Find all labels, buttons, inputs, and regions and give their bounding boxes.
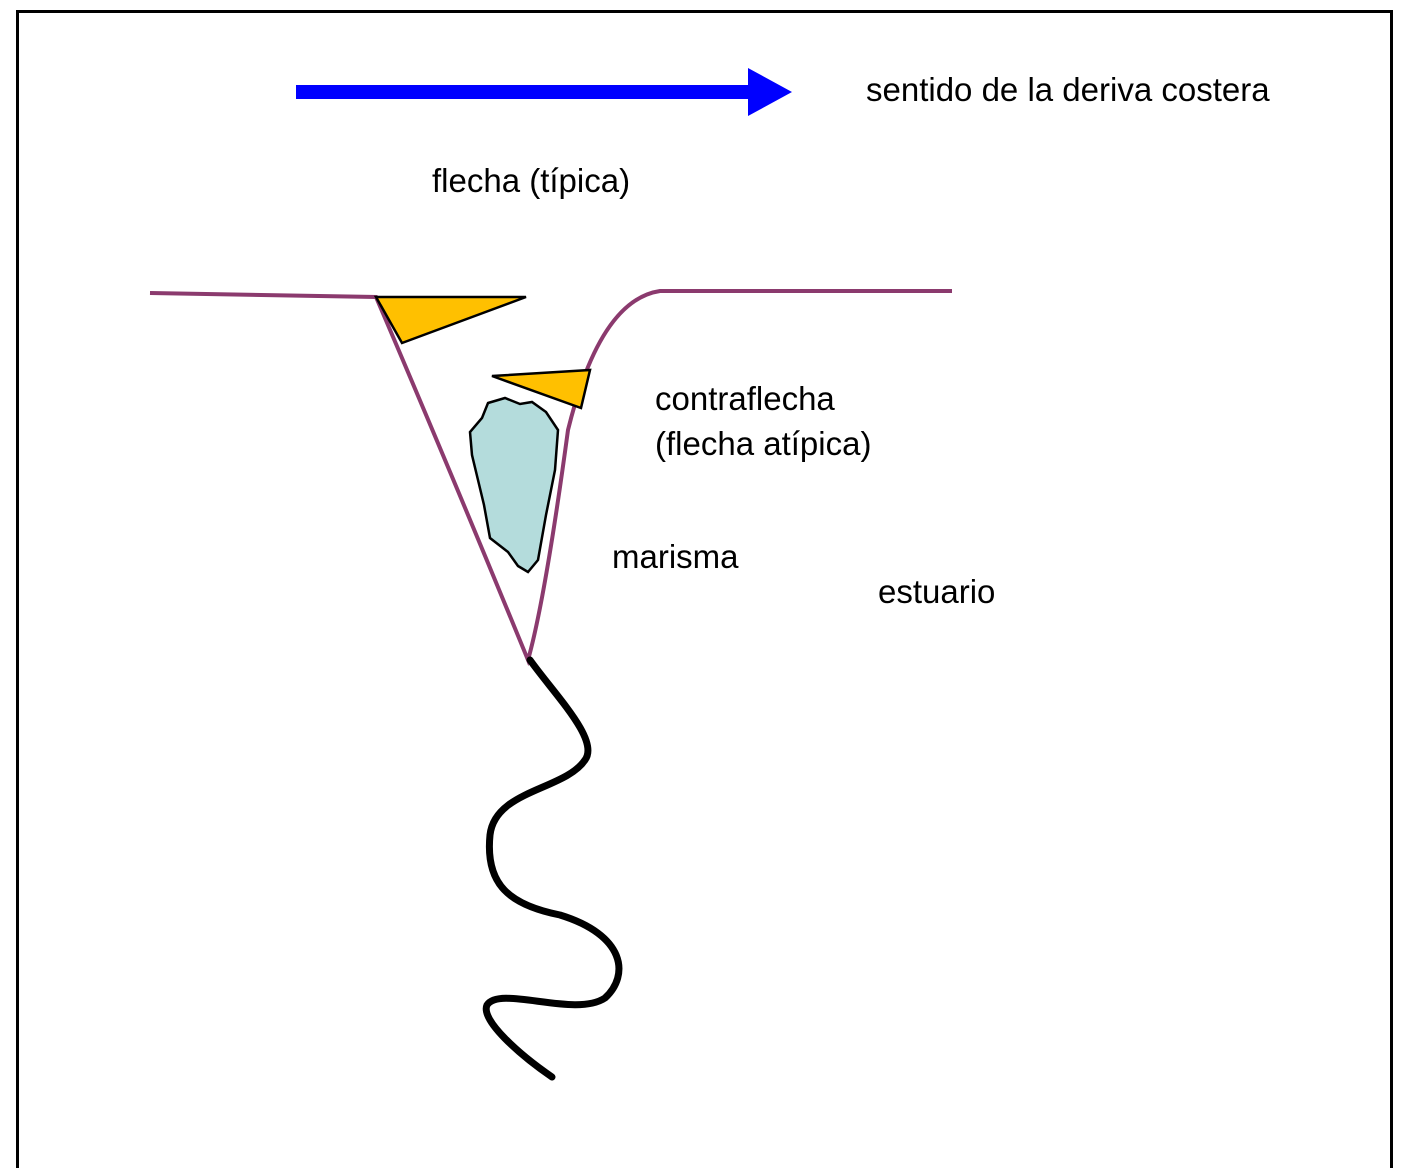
counterspit-sublabel: (flecha atípica) bbox=[655, 425, 872, 462]
counterspit-label: contraflecha bbox=[655, 380, 835, 417]
marsh-area bbox=[468, 396, 560, 574]
river bbox=[482, 656, 623, 1081]
coastline bbox=[149, 289, 952, 667]
diagram-frame bbox=[16, 10, 1393, 1168]
marsh-label: marisma bbox=[612, 538, 739, 575]
spit-label: flecha (típica) bbox=[432, 162, 631, 199]
estuary-label: estuario bbox=[878, 573, 996, 610]
drift-direction-label: sentido de la deriva costera bbox=[866, 71, 1270, 108]
counter-spit bbox=[491, 368, 592, 410]
drift-arrow bbox=[296, 68, 792, 116]
spit-typical bbox=[373, 295, 527, 345]
